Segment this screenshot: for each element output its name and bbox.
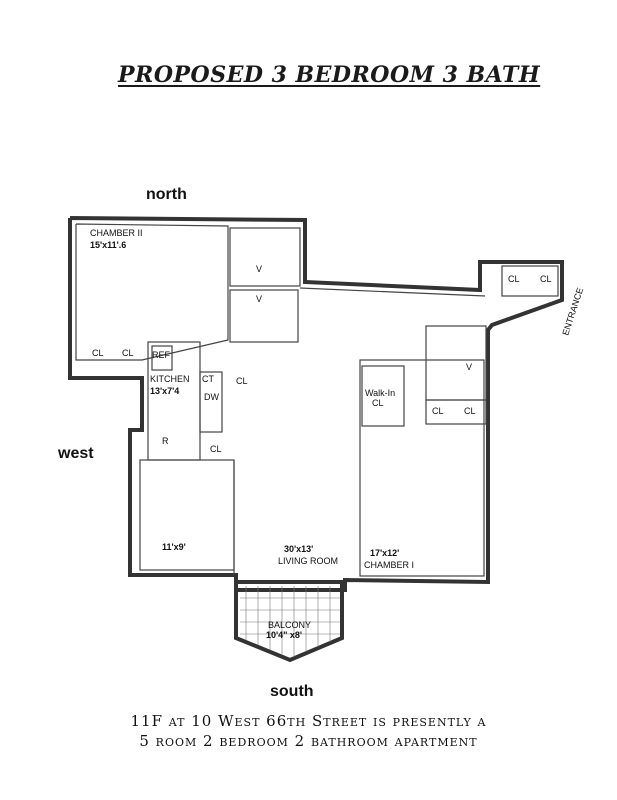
entrance-sign: ENTRANCE bbox=[560, 286, 585, 336]
bath-right-vanity: V bbox=[466, 362, 472, 372]
kitchen-name: KITCHEN bbox=[150, 374, 190, 384]
dishwasher-counter bbox=[199, 371, 223, 433]
south-label: south bbox=[270, 683, 314, 700]
kitchen-dim: 13'x7'4 bbox=[150, 386, 179, 396]
balcony-name: BALCONY bbox=[268, 620, 311, 630]
balcony-grid bbox=[240, 586, 340, 657]
chamber2-name: CHAMBER II bbox=[90, 228, 143, 238]
dw-label: DW bbox=[204, 392, 219, 402]
closet-6: CL bbox=[464, 406, 476, 416]
bath-right bbox=[425, 325, 487, 401]
ct-label: CT bbox=[202, 374, 214, 384]
balcony-dim: 10'4" x8' bbox=[266, 630, 302, 640]
entry-closets bbox=[501, 265, 559, 297]
chamber1-dim: 17'x12' bbox=[370, 548, 399, 558]
chamber1-name: CHAMBER I bbox=[364, 560, 414, 570]
chamber1 bbox=[359, 359, 485, 577]
ref-label: REF bbox=[152, 350, 171, 360]
walkin-label: Walk-In bbox=[365, 388, 395, 398]
bath-top bbox=[229, 227, 301, 287]
walkin-closet bbox=[361, 365, 405, 427]
plan-title: PROPOSED 3 BEDROOM 3 BATH bbox=[118, 62, 541, 88]
bath-mid bbox=[229, 289, 299, 343]
footer-line2: 5 room 2 bedroom 2 bathroom apartment bbox=[139, 732, 478, 750]
chamber2-dim: 15'x11'.6 bbox=[90, 240, 126, 250]
r-label: R bbox=[162, 436, 169, 446]
closet-kitchen: CL bbox=[236, 376, 248, 386]
bath-top-vanity: V bbox=[256, 264, 262, 274]
closet-1: CL bbox=[92, 348, 104, 358]
walkin-cl-label: CL bbox=[372, 398, 384, 408]
closet-5: CL bbox=[432, 406, 444, 416]
chamber2-wall bbox=[75, 223, 229, 361]
closet-3: CL bbox=[508, 274, 520, 284]
balcony bbox=[234, 580, 344, 663]
closet-2: CL bbox=[122, 348, 134, 358]
west-label: west bbox=[58, 445, 94, 462]
corridor-wall bbox=[299, 287, 486, 297]
closet-hall: CL bbox=[210, 444, 222, 454]
living-name: LIVING ROOM bbox=[278, 556, 338, 566]
bath-mid-vanity: V bbox=[256, 294, 262, 304]
west-room bbox=[139, 459, 235, 571]
outer-wall bbox=[68, 216, 564, 592]
refrigerator bbox=[151, 345, 173, 371]
closet-4: CL bbox=[540, 274, 552, 284]
west-room-dim: 11'x9' bbox=[162, 542, 186, 552]
right-closets bbox=[425, 399, 487, 425]
north-label: north bbox=[146, 186, 187, 203]
footer-line1: 11F at 10 West 66th Street is presently … bbox=[130, 712, 487, 730]
living-dim: 30'x13' bbox=[284, 544, 313, 554]
